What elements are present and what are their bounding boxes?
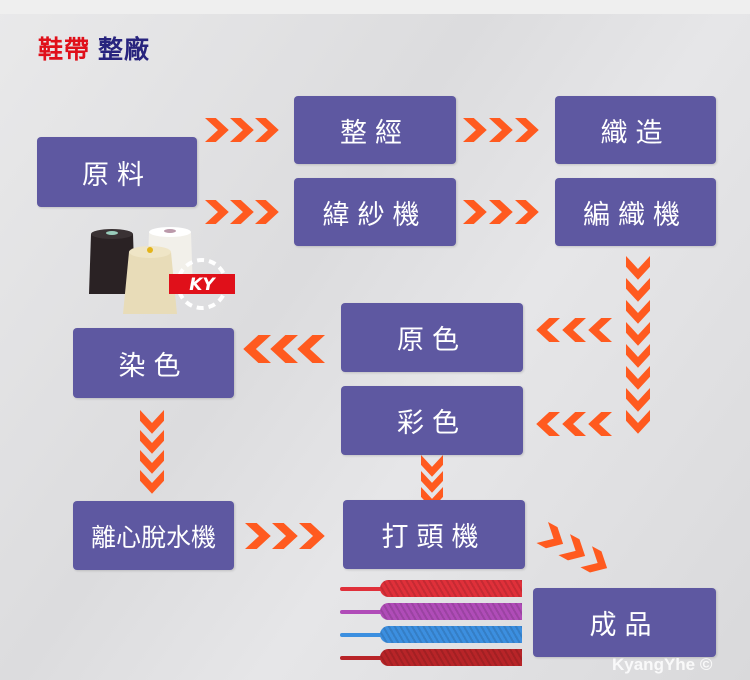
arrow-braiding-down-chevron bbox=[626, 366, 650, 390]
arrow-to-colored-chevron bbox=[562, 412, 586, 436]
arrow-raw-to-weft-chevron bbox=[255, 200, 279, 224]
arrow-raw-to-warping-chevron bbox=[255, 118, 279, 142]
arrow-natural-to-dyeing-chevron bbox=[297, 335, 325, 363]
arrow-warping-to-weaving-chevron bbox=[463, 118, 487, 142]
shoelace bbox=[340, 626, 522, 644]
arrow-to-natural-chevron bbox=[588, 318, 612, 342]
arrow-tipping-to-finished-chevron bbox=[536, 522, 564, 549]
arrow-colored-down-chevron bbox=[421, 471, 443, 493]
arrow-braiding-down-chevron bbox=[626, 322, 650, 346]
arrow-dryer-to-tipping-chevron bbox=[272, 523, 298, 549]
step-finished-product: 成品 bbox=[533, 588, 716, 657]
shoelace bbox=[340, 603, 522, 621]
arrow-braiding-down-chevron bbox=[626, 256, 650, 280]
step-warping: 整經 bbox=[294, 96, 456, 164]
arrow-dyeing-down-chevron bbox=[140, 410, 164, 434]
arrow-raw-to-weft-chevron bbox=[205, 200, 229, 224]
yarn-cones-image: KY bbox=[89, 227, 235, 314]
step-braiding-machine: 編織機 bbox=[555, 178, 716, 246]
arrow-warping-to-weaving-chevron bbox=[489, 118, 513, 142]
step-dyeing: 染色 bbox=[73, 328, 234, 398]
arrow-colored-down-chevron bbox=[421, 455, 443, 477]
ky-logo: KY bbox=[189, 275, 216, 295]
arrow-braiding-down-chevron bbox=[626, 388, 650, 412]
arrow-dyeing-down-chevron bbox=[140, 450, 164, 474]
shoelace bbox=[340, 649, 522, 667]
arrow-natural-to-dyeing-chevron bbox=[243, 335, 271, 363]
step-raw-material: 原料 bbox=[37, 137, 197, 207]
arrow-to-natural-chevron bbox=[562, 318, 586, 342]
arrow-weft-to-braiding-chevron bbox=[463, 200, 487, 224]
arrow-to-colored-chevron bbox=[588, 412, 612, 436]
arrow-dyeing-down-chevron bbox=[140, 470, 164, 494]
arrow-raw-to-warping-chevron bbox=[230, 118, 254, 142]
step-colored: 彩色 bbox=[341, 386, 523, 455]
arrow-braiding-down-chevron bbox=[626, 344, 650, 368]
title-blue: 整廠 bbox=[98, 35, 151, 64]
step-spin-dryer: 離心脫水機 bbox=[73, 501, 234, 570]
step-tipping-machine: 打頭機 bbox=[343, 500, 525, 569]
arrow-raw-to-weft-chevron bbox=[230, 200, 254, 224]
arrow-braiding-down-chevron bbox=[626, 300, 650, 324]
step-weft-machine: 緯紗機 bbox=[294, 178, 456, 246]
arrow-weft-to-braiding-chevron bbox=[489, 200, 513, 224]
watermark: KyangYhe © bbox=[612, 655, 713, 674]
arrow-dryer-to-tipping-chevron bbox=[245, 523, 271, 549]
arrow-raw-to-warping-chevron bbox=[205, 118, 229, 142]
arrow-warping-to-weaving-chevron bbox=[515, 118, 539, 142]
arrow-dyeing-down-chevron bbox=[140, 430, 164, 454]
arrow-tipping-to-finished-chevron bbox=[558, 534, 586, 561]
arrow-natural-to-dyeing-chevron bbox=[270, 335, 298, 363]
step-natural-color: 原色 bbox=[341, 303, 523, 372]
shoelace bbox=[340, 580, 522, 598]
arrow-dryer-to-tipping-chevron bbox=[299, 523, 325, 549]
arrow-to-colored-chevron bbox=[536, 412, 560, 436]
arrow-braiding-down-chevron bbox=[626, 278, 650, 302]
page-title: 鞋帶整廠 bbox=[38, 30, 150, 66]
arrow-weft-to-braiding-chevron bbox=[515, 200, 539, 224]
title-red: 鞋帶 bbox=[38, 35, 91, 64]
arrow-braiding-down-chevron bbox=[626, 410, 650, 434]
top-bar bbox=[0, 0, 750, 14]
step-weaving: 織造 bbox=[555, 96, 716, 164]
arrow-to-natural-chevron bbox=[536, 318, 560, 342]
arrow-tipping-to-finished-chevron bbox=[580, 546, 608, 573]
